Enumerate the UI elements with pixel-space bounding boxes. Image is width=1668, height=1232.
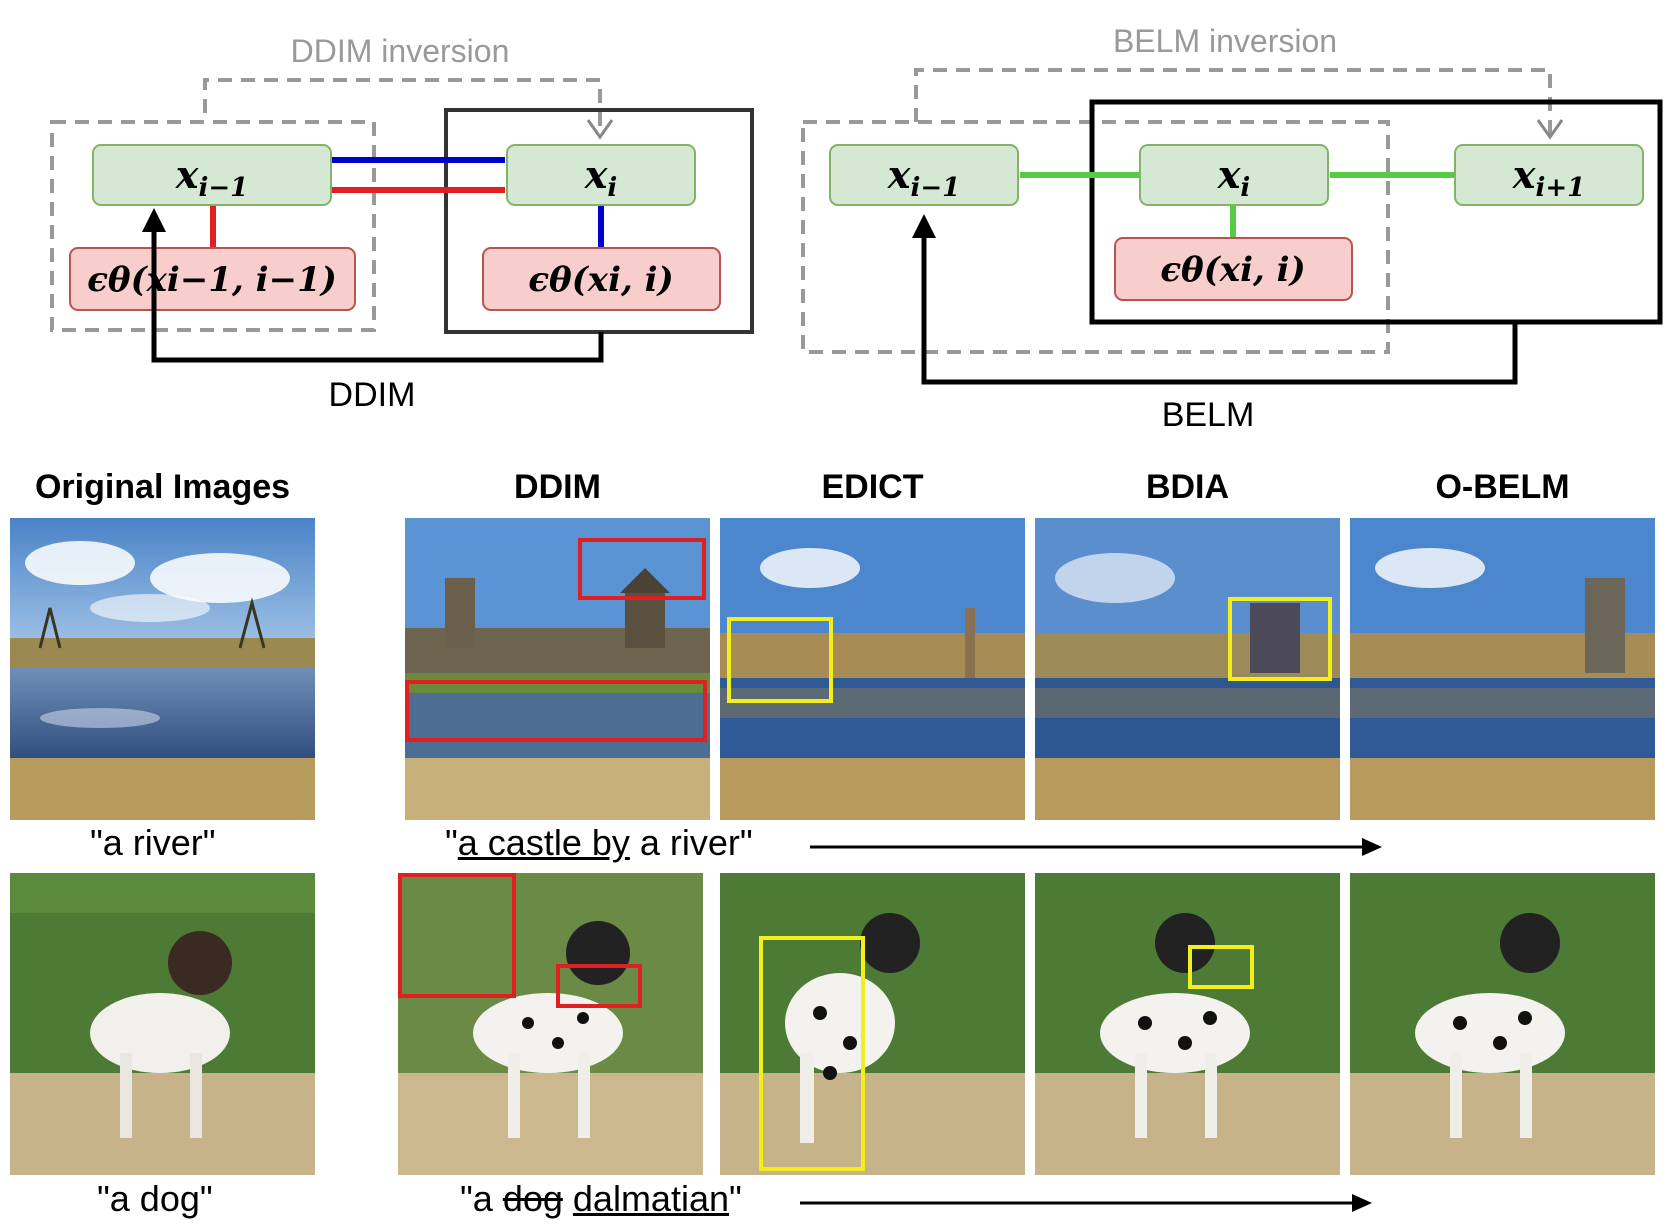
image-bdia-castle — [1035, 518, 1340, 820]
ddim-loop-arrowhead — [142, 208, 166, 232]
node-x-prev-left — [92, 144, 332, 206]
highlight-bdia-mouth — [1188, 945, 1254, 989]
highlight-ddim-tail — [398, 873, 516, 998]
prompt-dog-underlined: dalmatian — [572, 1178, 729, 1219]
image-edict-dalmatian — [720, 873, 1025, 1175]
prompt-castle-underlined: a castle by — [457, 822, 630, 863]
col-header-bdia: BDIA — [1145, 468, 1230, 506]
caption-original-dog: "a dog" — [97, 1178, 213, 1219]
prompt-dog-close: " — [729, 1178, 742, 1219]
svg-text:xi−1: xi−1 — [175, 152, 248, 203]
highlight-ddim-collar — [556, 964, 642, 1008]
eps-prev-left — [69, 247, 356, 311]
schematic-diagrams: DDIM inversion xi−1 xi ϵθ(xi−1, i−1) ϵθ(… — [50, 23, 1663, 434]
node-x-curr-left — [506, 144, 696, 206]
col-header-original: Original Images — [34, 468, 291, 506]
col-header-edict: EDICT — [821, 468, 924, 506]
ddim-inversion-label: DDIM inversion — [291, 33, 510, 69]
belm-inversion-label: BELM inversion — [1113, 23, 1337, 59]
ddim-loop — [151, 215, 604, 363]
caption-original-river: "a river" — [90, 822, 216, 863]
image-bdia-dalmatian — [1035, 873, 1340, 1175]
belm-loop-arrowhead — [912, 214, 936, 238]
col-header-obelm: O-BELM — [1435, 468, 1570, 506]
col-header-ddim: DDIM — [514, 468, 601, 506]
prompt-castle-open: " — [445, 822, 458, 863]
arrow-row-2 — [800, 1194, 1372, 1212]
highlight-edict-wall — [727, 617, 833, 703]
ddim-inversion-arrowhead — [586, 119, 614, 140]
highlight-bdia-castle — [1228, 597, 1332, 681]
caption-castle-prompt: "a castle by a river" — [445, 822, 753, 864]
ddim-diagram: DDIM inversion xi−1 xi ϵθ(xi−1, i−1) ϵθ(… — [50, 33, 754, 414]
image-ddim-dalmatian — [398, 873, 703, 1175]
arrow-row-1 — [810, 838, 1382, 856]
belm-inversion-arrowhead — [1536, 119, 1564, 140]
ddim-bottom-label: DDIM — [329, 376, 416, 414]
x-curr-left-sub: i — [607, 173, 617, 203]
image-edict-castle — [720, 518, 1025, 820]
image-original-river — [10, 518, 315, 820]
prompt-dog-struck: dog — [502, 1178, 563, 1219]
highlight-ddim-sky — [578, 538, 706, 600]
belm-diagram: BELM inversion xi−1 xi xi+1 ϵθ(xi, i) BE… — [801, 23, 1663, 434]
x-curr-right-sub: i — [1240, 173, 1250, 203]
eps-curr-right — [1114, 237, 1353, 301]
eps-curr-right-label: ϵθ(xi, i) — [1160, 250, 1305, 290]
belm-dashed-box — [801, 120, 1390, 354]
image-obelm-dalmatian — [1350, 873, 1655, 1175]
x-prev-right-sub: i−1 — [910, 173, 960, 203]
caption-dalmatian-prompt: "a dog dalmatian" — [460, 1178, 742, 1220]
eps-prev-left-label: ϵθ(xi−1, i−1) — [87, 260, 337, 300]
x-prev-left-sub: i−1 — [198, 173, 248, 203]
image-ddim-castle — [405, 518, 710, 820]
svg-text:xi: xi — [584, 152, 618, 203]
prompt-castle-rest: a river" — [629, 822, 753, 863]
ddim-inversion-path — [203, 78, 602, 135]
ddim-dashed-box — [50, 120, 376, 332]
highlight-ddim-water — [405, 680, 707, 742]
svg-text:xi−1: xi−1 — [887, 152, 960, 203]
belm-loop — [921, 222, 1518, 385]
x-next-right-symbol: x — [1512, 152, 1537, 197]
node-x-next-right — [1454, 144, 1644, 206]
x-curr-right-symbol: x — [1217, 152, 1242, 197]
image-original-dog — [10, 873, 315, 1175]
node-x-curr-right — [1139, 144, 1329, 206]
belm-solid-box — [1089, 99, 1663, 325]
x-curr-left-symbol: x — [584, 152, 609, 197]
belm-bottom-label: BELM — [1162, 396, 1255, 434]
image-obelm-castle — [1350, 518, 1655, 820]
x-prev-left-symbol: x — [175, 152, 200, 197]
svg-text:xi+1: xi+1 — [1512, 152, 1585, 203]
eps-curr-left — [482, 247, 721, 311]
svg-text:xi: xi — [1217, 152, 1251, 203]
node-x-prev-right — [829, 144, 1019, 206]
x-prev-right-symbol: x — [887, 152, 912, 197]
eps-curr-left-label: ϵθ(xi, i) — [528, 260, 673, 300]
highlight-edict-body — [759, 936, 865, 1171]
x-next-right-sub: i+1 — [1535, 173, 1585, 203]
prompt-dog-open: "a — [460, 1178, 503, 1219]
